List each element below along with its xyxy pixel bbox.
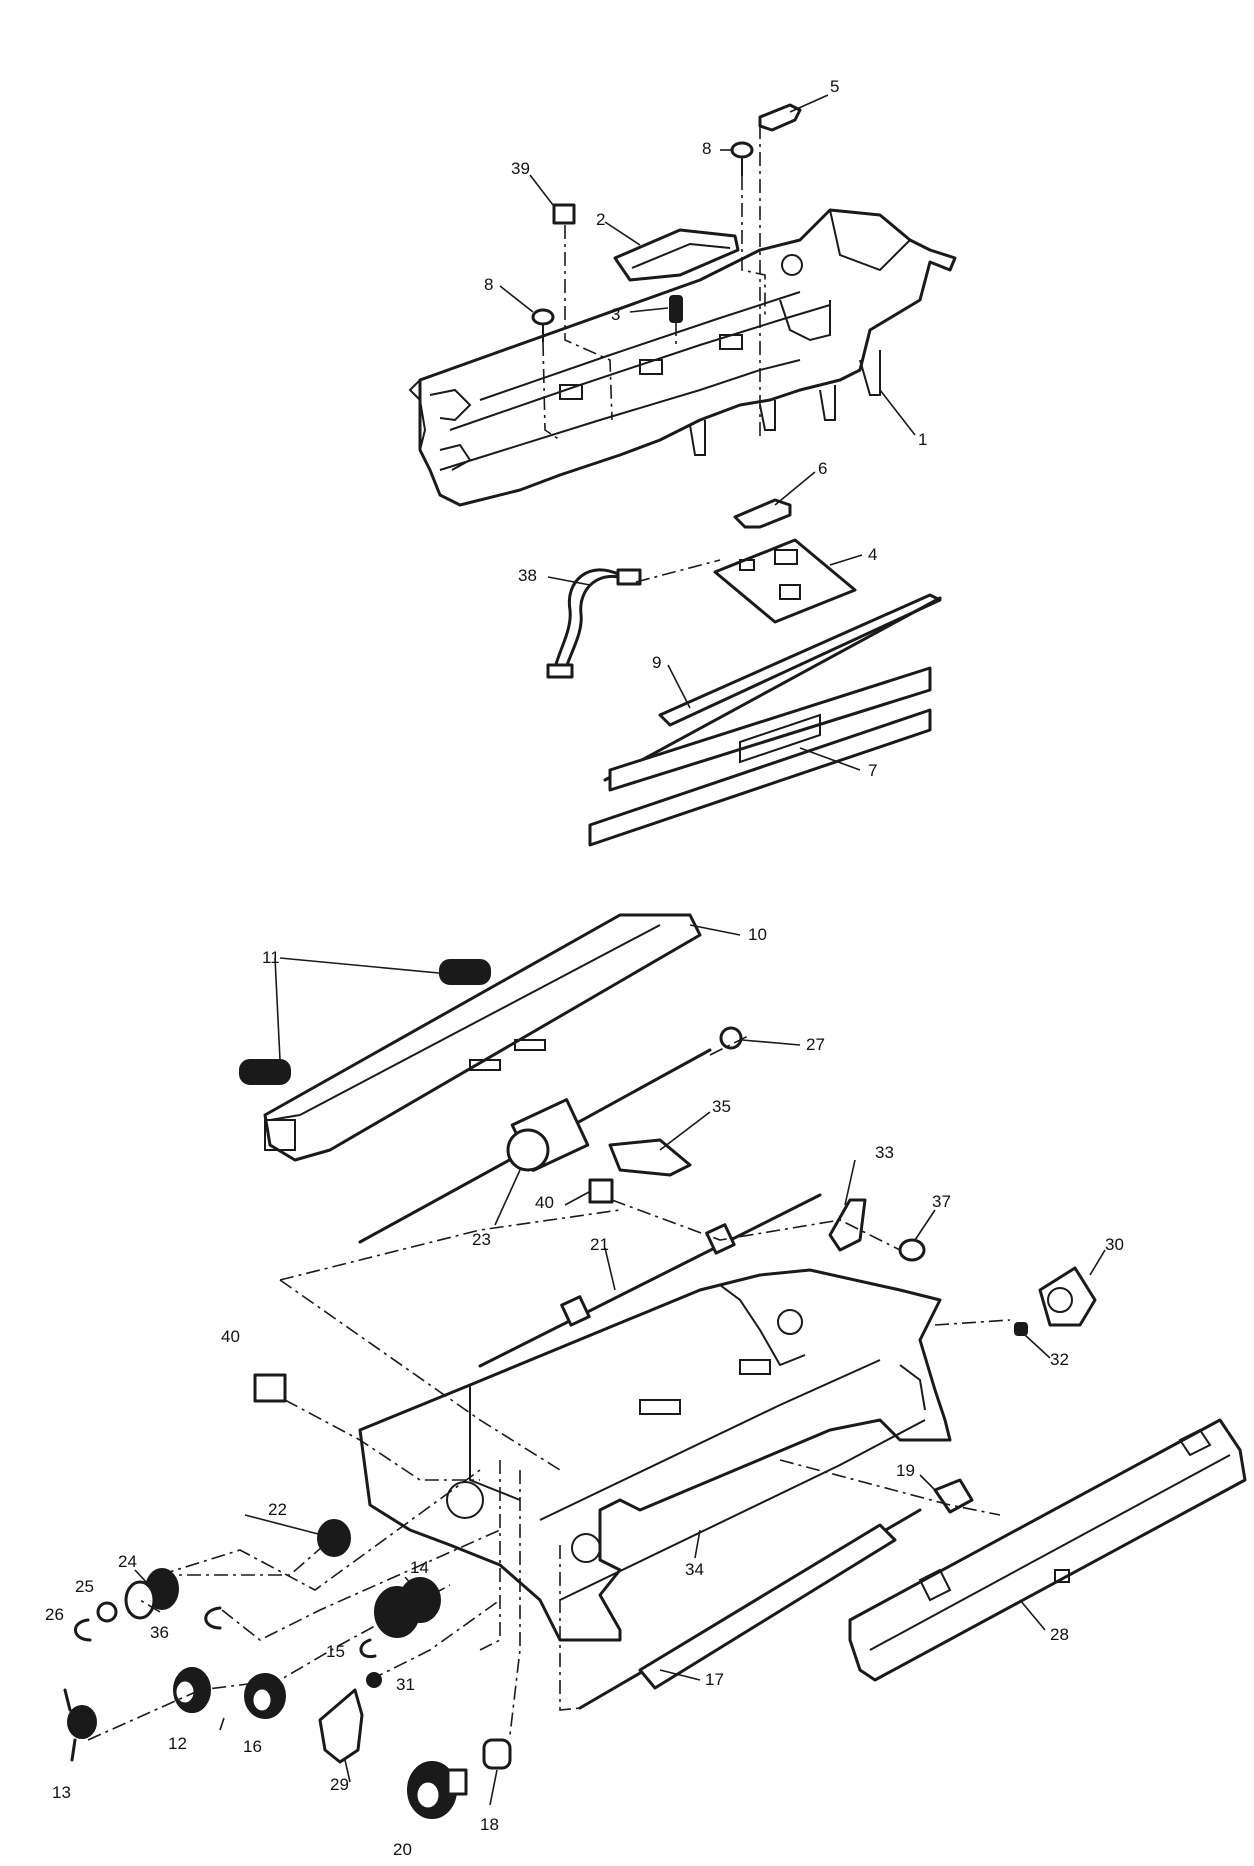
label-10: 10: [748, 925, 767, 944]
assembly-dashed-lines: [87, 125, 1011, 1741]
part-23-roller: [358, 1048, 712, 1244]
label-17: 17: [705, 1670, 724, 1689]
label-29: 29: [330, 1775, 349, 1794]
label-23: 23: [472, 1230, 491, 1249]
label-27: 27: [806, 1035, 825, 1054]
part-9-guide-bar: [658, 593, 942, 727]
part-7-sheet-lower: [588, 708, 932, 847]
part-14-gear: [374, 1577, 441, 1638]
label-36: 36: [150, 1623, 169, 1642]
part-37-washer: [898, 1238, 926, 1262]
label-7: 7: [868, 761, 877, 780]
label-20: 20: [393, 1840, 412, 1859]
label-30: 30: [1105, 1235, 1124, 1254]
part-5-latch: [758, 103, 802, 132]
part-21-shaft: [478, 1193, 822, 1368]
label-11: 11: [262, 948, 280, 967]
part-30-bearing: [1038, 1266, 1097, 1327]
label-31: 31: [396, 1675, 415, 1694]
part-26-clip: [74, 1618, 92, 1642]
label-18: 18: [480, 1815, 499, 1834]
label-33: 33: [875, 1143, 894, 1162]
label-25: 25: [75, 1577, 94, 1596]
part-34-chassis: [358, 1268, 952, 1642]
part-2-bracket: [613, 228, 740, 282]
label-37: 37: [932, 1192, 951, 1211]
part-11-spring-lower: [239, 1059, 291, 1085]
part-22-gear: [317, 1519, 351, 1557]
label-8-left: 8: [484, 275, 493, 294]
label-8-top: 8: [702, 139, 711, 158]
label-16: 16: [243, 1737, 262, 1756]
part-17-roller: [578, 1508, 922, 1710]
top-frame-assembly: [408, 208, 957, 507]
label-9: 9: [652, 653, 661, 672]
part-24-gear: [124, 1568, 179, 1620]
label-40-left: 40: [221, 1327, 240, 1346]
part-27-knob: [719, 1026, 743, 1050]
part-18-bushing: [482, 1738, 512, 1770]
label-2: 2: [596, 210, 605, 229]
label-32: 32: [1050, 1350, 1069, 1369]
label-34: 34: [685, 1560, 704, 1579]
part-32-spring: [1014, 1322, 1028, 1336]
part-20-gear: [407, 1761, 468, 1819]
part-39-block: [552, 203, 576, 225]
part-10-cover: [263, 913, 702, 1162]
part-33-lever: [828, 1198, 867, 1252]
part-3-spring: [669, 295, 683, 323]
part-7-sheet-upper: [608, 666, 932, 792]
part-19-collar: [933, 1478, 974, 1514]
label-15: 15: [326, 1642, 345, 1661]
part-29-bracket: [318, 1688, 364, 1764]
label-28: 28: [1050, 1625, 1069, 1644]
label-38: 38: [518, 566, 537, 585]
part-11-spring-upper: [439, 959, 491, 985]
part-40-block-left: [253, 1373, 287, 1403]
label-19: 19: [896, 1461, 915, 1480]
label-4: 4: [868, 545, 877, 564]
label-12: 12: [168, 1734, 187, 1753]
label-6: 6: [818, 459, 827, 478]
part-35-clip: [608, 1138, 692, 1177]
part-13-lever: [63, 1688, 97, 1762]
part-36-clip: [204, 1606, 222, 1630]
part-40-block-upper: [588, 1178, 614, 1204]
part-28-guide-rail: [848, 1418, 1247, 1682]
part-number-labels: 1 2 3 4 5 6 7 8 8 9 10 11 12 13 14 15 16…: [45, 77, 1124, 1859]
part-8-screw-left: [531, 308, 555, 342]
part-25-washer: [96, 1601, 118, 1623]
label-13: 13: [52, 1783, 71, 1802]
label-35: 35: [712, 1097, 731, 1116]
label-26: 26: [45, 1605, 64, 1624]
part-6-connector: [733, 498, 792, 529]
part-16-gear: [244, 1673, 286, 1719]
label-22: 22: [268, 1500, 287, 1519]
label-5: 5: [830, 77, 839, 96]
label-3: 3: [611, 305, 620, 324]
part-38-cable: [553, 568, 622, 670]
leader-lines: [134, 94, 1106, 1806]
label-39: 39: [511, 159, 530, 178]
label-14: 14: [410, 1558, 429, 1577]
label-1: 1: [918, 430, 927, 449]
part-8-screw-top: [730, 141, 754, 176]
label-24: 24: [118, 1552, 137, 1571]
part-15-clip: [359, 1638, 377, 1659]
part-4-circuit-board: [713, 538, 857, 624]
label-40-upper: 40: [535, 1193, 554, 1212]
label-21: 21: [590, 1235, 609, 1254]
upper-frame: [418, 208, 957, 507]
